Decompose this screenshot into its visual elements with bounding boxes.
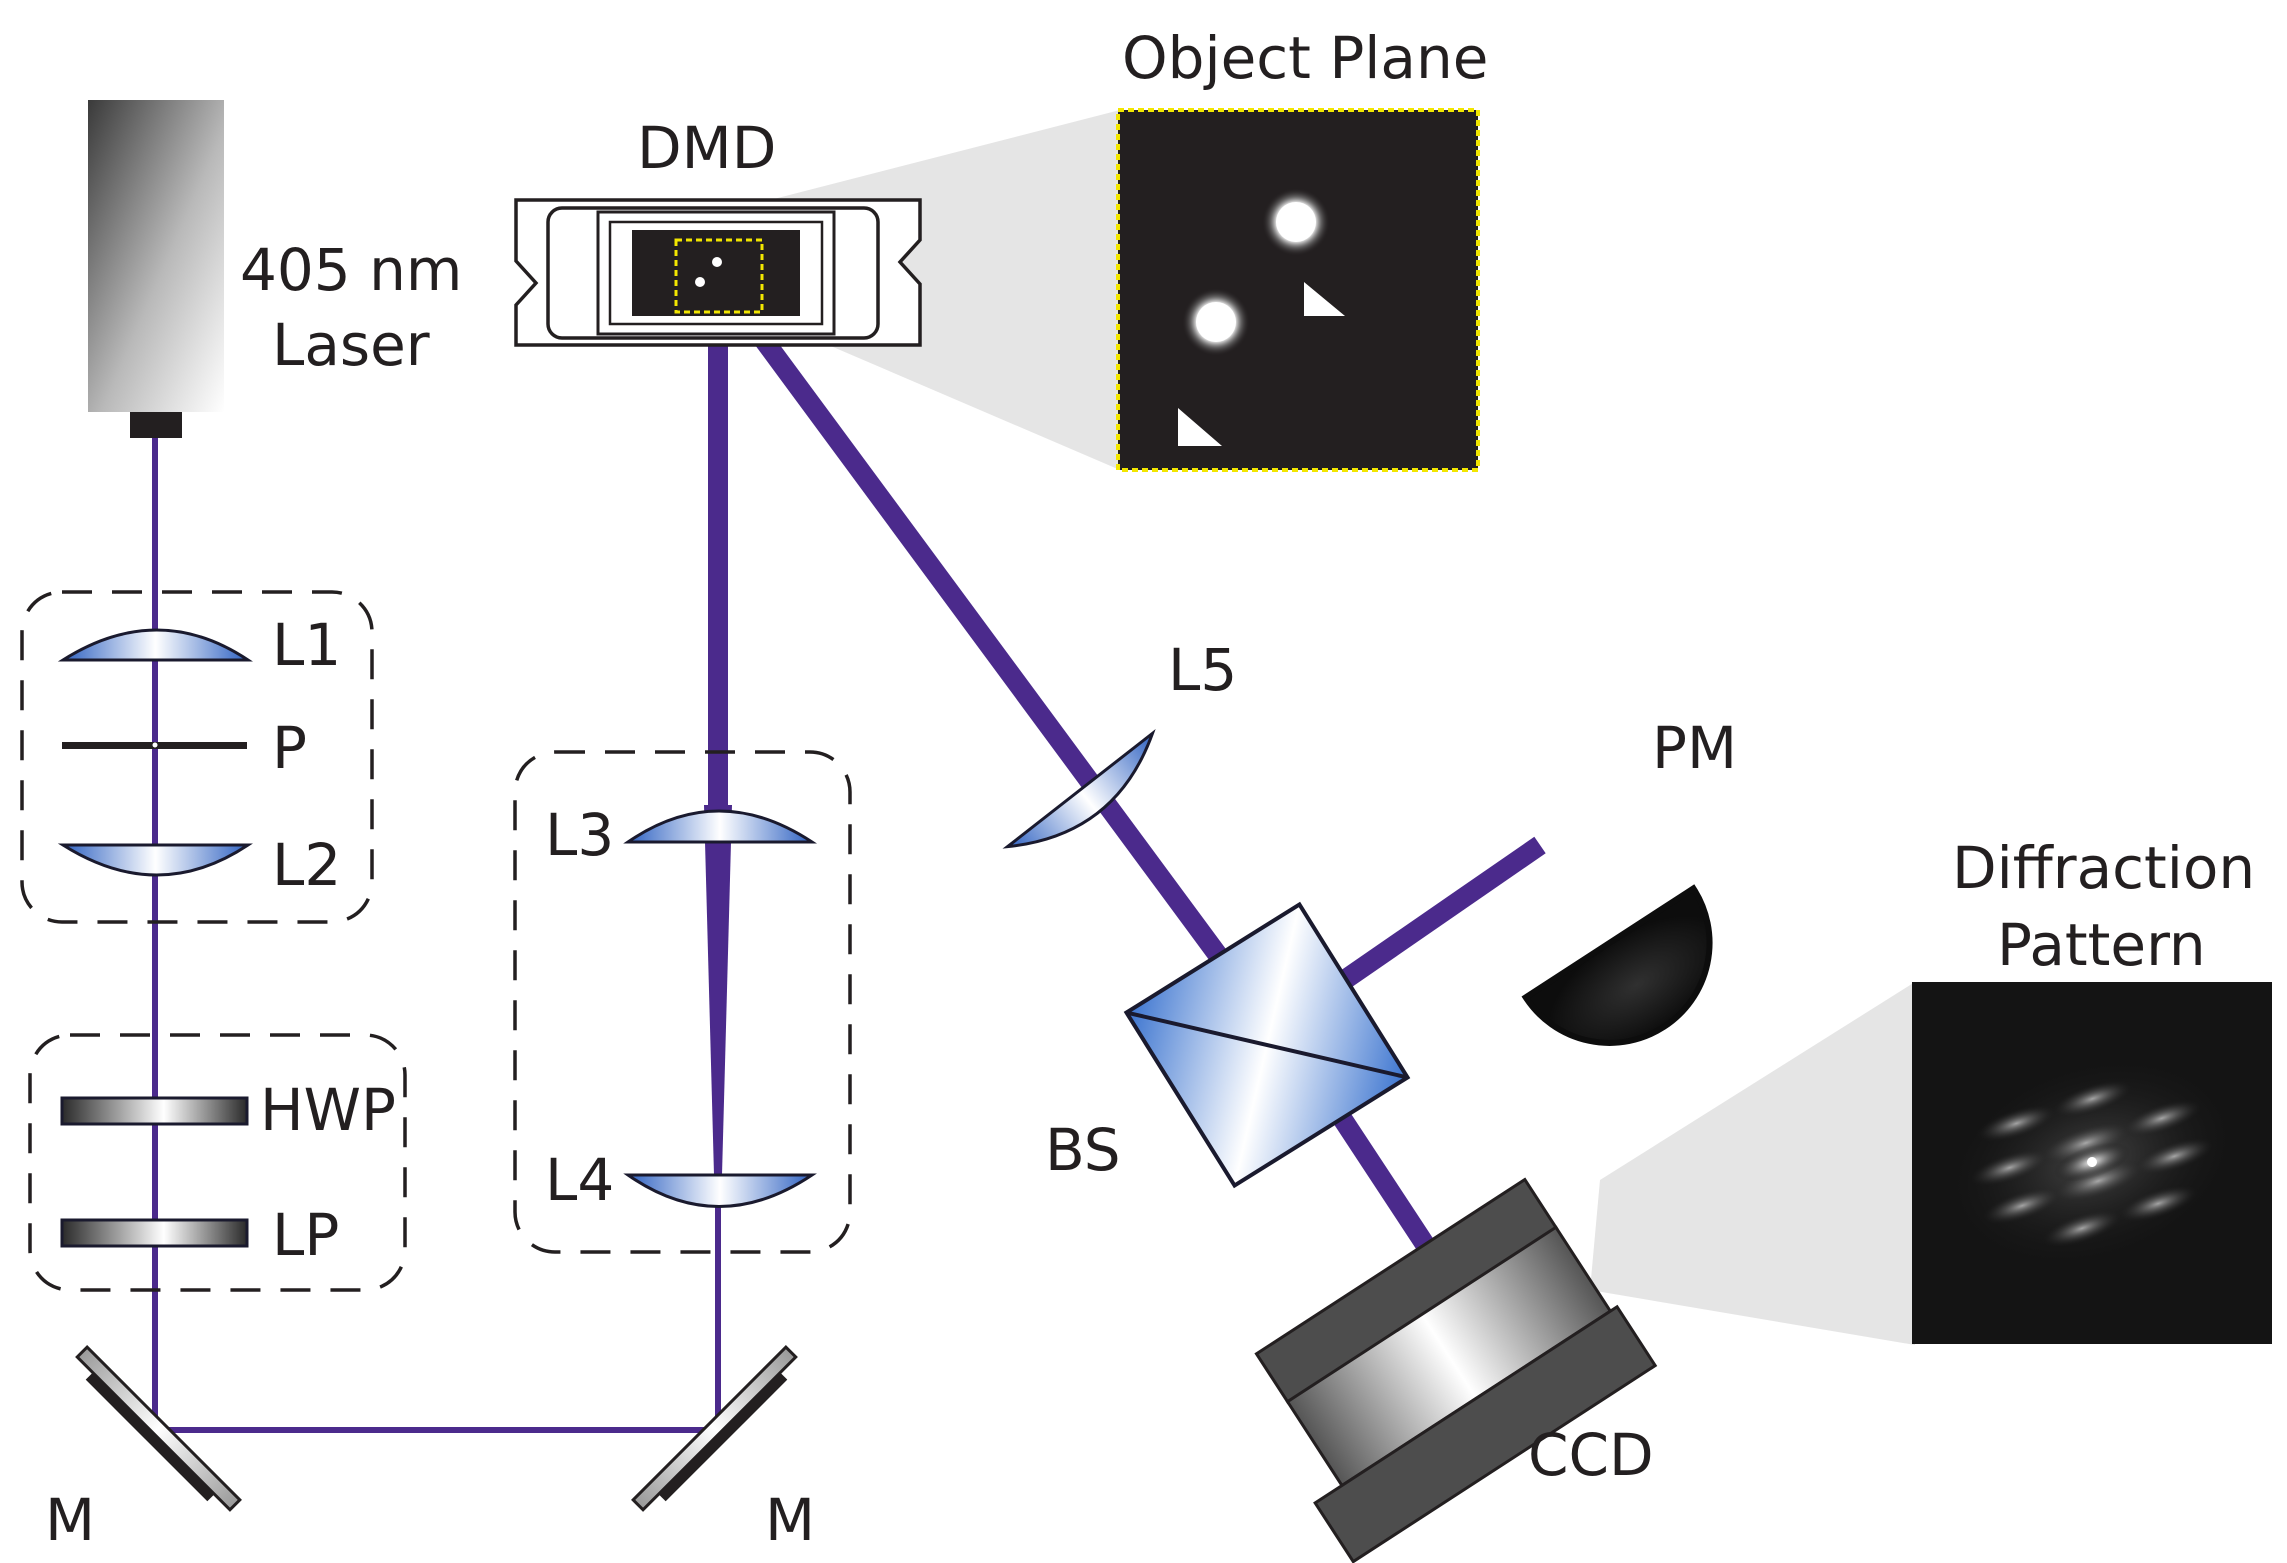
- lens-l5: [1002, 728, 1156, 849]
- mirror-left-label: M: [45, 1486, 95, 1554]
- lens-l1-label: L1: [272, 611, 341, 679]
- lens-l5-label: L5: [1168, 636, 1237, 704]
- diffraction-zoom-wedge: [1590, 982, 1915, 1345]
- pinhole-aperture: [152, 742, 158, 748]
- dmd-device: [514, 198, 922, 347]
- laser-source: [88, 100, 224, 438]
- lens-l3-label: L3: [545, 801, 614, 869]
- lp-label: LP: [272, 1201, 339, 1269]
- hwp-label: HWP: [260, 1076, 396, 1144]
- mirror-left: [75, 1345, 242, 1512]
- lens-l3: [623, 809, 818, 844]
- lens-l2: [57, 843, 253, 877]
- polarization-group: [28, 1033, 407, 1292]
- lens-l4: [623, 1173, 817, 1208]
- object-plane-label: Object Plane: [1122, 24, 1488, 92]
- linear-polarizer: [60, 1218, 249, 1248]
- ccd-camera: [1254, 1177, 1658, 1563]
- diffraction-title-line1: Diffraction: [1952, 834, 2255, 902]
- half-wave-plate: [60, 1096, 249, 1126]
- pinhole-label: P: [272, 714, 307, 782]
- mirror-right: [631, 1345, 798, 1512]
- diffraction-title-line2: Pattern: [1997, 911, 2206, 979]
- dmd-label: DMD: [637, 114, 776, 182]
- spatial-filter-group: [20, 590, 374, 924]
- mirror-right-label: M: [765, 1486, 815, 1554]
- power-meter: [1521, 884, 1713, 1046]
- beam-path: [152, 272, 1546, 1433]
- pm-label: PM: [1652, 714, 1737, 782]
- bs-label: BS: [1045, 1116, 1121, 1184]
- lens-l4-label: L4: [545, 1146, 614, 1214]
- object-plane-inset: [1116, 108, 1480, 472]
- lens-l1: [57, 628, 253, 662]
- lens-l2-label: L2: [272, 831, 341, 899]
- telescope-group: [513, 750, 852, 1254]
- ccd-label: CCD: [1528, 1421, 1654, 1489]
- laser-wavelength-label: 405 nm: [240, 236, 462, 304]
- beam-splitter: [1123, 901, 1411, 1189]
- laser-name-label: Laser: [272, 311, 430, 379]
- diffraction-pattern-inset: [1912, 982, 2272, 1344]
